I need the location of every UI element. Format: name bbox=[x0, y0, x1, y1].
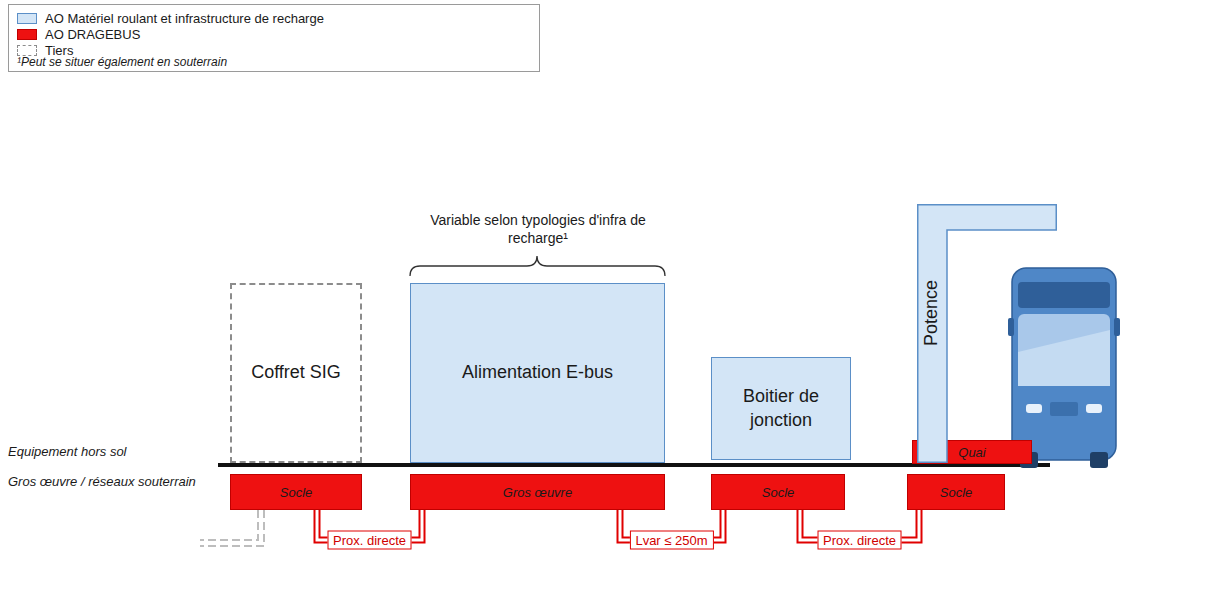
node-text: Alimentation E-bus bbox=[456, 361, 619, 384]
connector-label: Lvar ≤ 250m bbox=[629, 531, 713, 550]
junction-box: Boitier de jonction bbox=[711, 357, 851, 460]
legend-swatch bbox=[17, 45, 37, 56]
bracket-note: Variable selon typologies d'infra de rec… bbox=[418, 212, 658, 247]
node-text: Socle bbox=[274, 485, 319, 500]
third-party-box: Coffret SIG bbox=[230, 283, 362, 463]
legend-text: AO DRAGEBUS bbox=[45, 27, 140, 42]
node-text: Socle bbox=[756, 485, 801, 500]
bus-illustration bbox=[1008, 268, 1120, 468]
legend-text: AO Matériel roulant et infrastructure de… bbox=[45, 11, 324, 26]
legend-entry: AO DRAGEBUS bbox=[17, 27, 140, 42]
node-text: Boitier de jonction bbox=[712, 385, 850, 432]
node-text: Gros œuvre bbox=[497, 485, 578, 500]
node-text: Quai bbox=[952, 445, 991, 460]
foundation-box: Socle bbox=[230, 474, 362, 510]
node-text: Potence bbox=[920, 280, 943, 346]
layer-label: Equipement hors sol bbox=[8, 444, 213, 459]
gantry-mast: Potence bbox=[917, 204, 1057, 463]
power-supply-box: Alimentation E-bus bbox=[410, 283, 665, 463]
connector-label: Prox. directe bbox=[327, 531, 412, 550]
civil-works-box: Gros œuvre bbox=[410, 474, 665, 510]
foundation-box: Socle bbox=[711, 474, 845, 510]
connector-label: Prox. directe bbox=[817, 531, 902, 550]
node-text: Coffret SIG bbox=[245, 361, 347, 384]
legend-swatch bbox=[17, 29, 37, 40]
legend-swatch bbox=[17, 13, 37, 24]
curly-bracket bbox=[410, 256, 665, 276]
footnote: ¹Peut se situer également en souterrain bbox=[17, 55, 417, 69]
legend-box: AO Matériel roulant et infrastructure de… bbox=[8, 4, 540, 72]
foundation-box: Socle bbox=[907, 474, 1005, 510]
node-text: Socle bbox=[934, 485, 979, 500]
legend-entry: AO Matériel roulant et infrastructure de… bbox=[17, 11, 324, 26]
layer-label: Gros œuvre / réseaux souterrain bbox=[8, 474, 213, 491]
third-party-feed bbox=[200, 510, 264, 546]
